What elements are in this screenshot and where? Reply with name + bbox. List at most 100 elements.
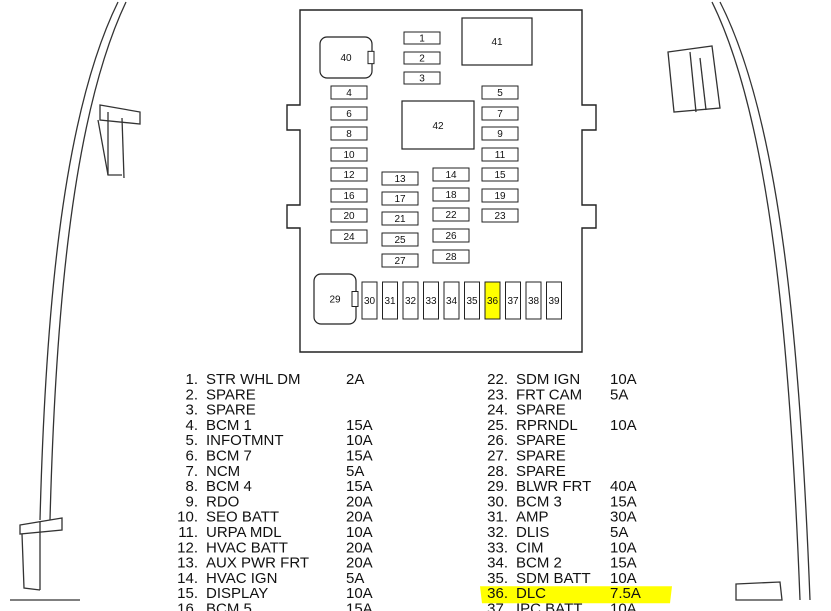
legend-name: SPARE	[516, 402, 566, 419]
fuse-label-34: 34	[446, 296, 458, 307]
fuse-32: 32	[402, 281, 419, 320]
fuse-35: 35	[464, 281, 480, 320]
legend-amp: 10A	[610, 570, 637, 587]
legend-right-row: 26.SPARE	[487, 432, 566, 449]
fuse-6: 6	[330, 106, 368, 121]
fuse-5: 5	[481, 85, 519, 100]
legend-name: SPARE	[516, 463, 566, 480]
legend-amp: 2A	[346, 371, 364, 388]
legend-number: 13.	[177, 555, 198, 572]
legend-number: 30.	[487, 493, 508, 510]
legend-number: 24.	[487, 402, 508, 419]
legend-name: SPARE	[206, 402, 256, 419]
legend-amp: 15A	[346, 478, 373, 495]
fuse-label-9: 9	[497, 129, 503, 140]
legend-number: 1.	[185, 371, 198, 388]
fuse-label-36: 36	[487, 296, 499, 307]
fuse-label-20: 20	[343, 211, 355, 222]
legend-amp: 15A	[346, 417, 373, 434]
fuse-22: 22	[432, 207, 470, 222]
legend-number: 5.	[185, 432, 198, 449]
legend-amp: 10A	[346, 432, 373, 449]
legend-amp: 10A	[346, 585, 373, 602]
highlight-marker	[480, 586, 672, 604]
legend-name: IPC BATT	[516, 601, 582, 611]
legend-name: NCM	[206, 463, 240, 480]
fuse-label-31: 31	[384, 296, 396, 307]
fuse-10: 10	[330, 147, 368, 162]
fuse-18: 18	[432, 187, 470, 202]
legend-amp: 5A	[346, 463, 364, 480]
fuse-label-17: 17	[394, 194, 406, 205]
fuse-15: 15	[481, 167, 519, 182]
fuse-label-24: 24	[343, 232, 355, 243]
legend-number: 33.	[487, 539, 508, 556]
legend-number: 27.	[487, 448, 508, 465]
legend-number: 10.	[177, 509, 198, 526]
fuse-label-27: 27	[394, 256, 406, 267]
legend-number: 4.	[185, 417, 198, 434]
fuse-29: 29	[313, 273, 359, 325]
legend-name: BCM 2	[516, 555, 562, 572]
fuse-14: 14	[432, 167, 470, 182]
legend-number: 31.	[487, 509, 508, 526]
fuse-17: 17	[381, 191, 419, 206]
fuse-label-32: 32	[405, 296, 417, 307]
fuse-label-26: 26	[445, 231, 457, 242]
fuse-label-30: 30	[364, 296, 376, 307]
fuse-label-19: 19	[494, 191, 506, 202]
fuse-label-28: 28	[445, 252, 457, 263]
legend-number: 11.	[178, 524, 198, 541]
fuse-31: 31	[382, 281, 398, 320]
fuse-7: 7	[481, 106, 519, 121]
fuse-11: 11	[481, 147, 519, 162]
fuse-label-8: 8	[346, 129, 352, 140]
legend-amp: 7.5A	[610, 585, 641, 602]
fuse-label-37: 37	[507, 296, 519, 307]
legend-right-row: 27.SPARE	[487, 448, 566, 465]
fuse-38: 38	[525, 281, 542, 320]
legend-number: 3.	[185, 402, 198, 419]
legend-amp: 5A	[346, 570, 364, 587]
legend-name: SPARE	[206, 386, 256, 403]
legend-number: 25.	[487, 417, 508, 434]
legend-name: BCM 3	[516, 493, 562, 510]
fuse-20: 20	[330, 208, 368, 223]
legend-left-row: 7. NCM 5A	[185, 463, 364, 480]
legend-name: RDO	[206, 493, 239, 510]
legend-number: 29.	[487, 478, 508, 495]
fuse-16: 16	[330, 188, 368, 203]
fuse-33: 33	[423, 281, 439, 320]
legend-number: 28.	[487, 463, 508, 480]
legend-amp: 5A	[610, 524, 628, 541]
legend-amp: 20A	[346, 509, 373, 526]
fuse-9: 9	[481, 126, 519, 141]
legend-right-row: 28. SPARE	[487, 463, 566, 480]
fuse-26: 26	[432, 228, 470, 243]
fuse-label-16: 16	[343, 191, 355, 202]
legend-amp: 10A	[346, 524, 373, 541]
legend-name: HVAC IGN	[206, 570, 277, 587]
legend-number: 7.	[185, 463, 198, 480]
legend-number: 26.	[487, 432, 508, 449]
fuse-19: 19	[481, 188, 519, 203]
legend-left-row: 2.SPARE	[185, 386, 255, 403]
legend-amp: 10A	[610, 601, 637, 611]
fuse-label-40: 40	[340, 53, 352, 64]
legend-number: 12.	[177, 539, 198, 556]
